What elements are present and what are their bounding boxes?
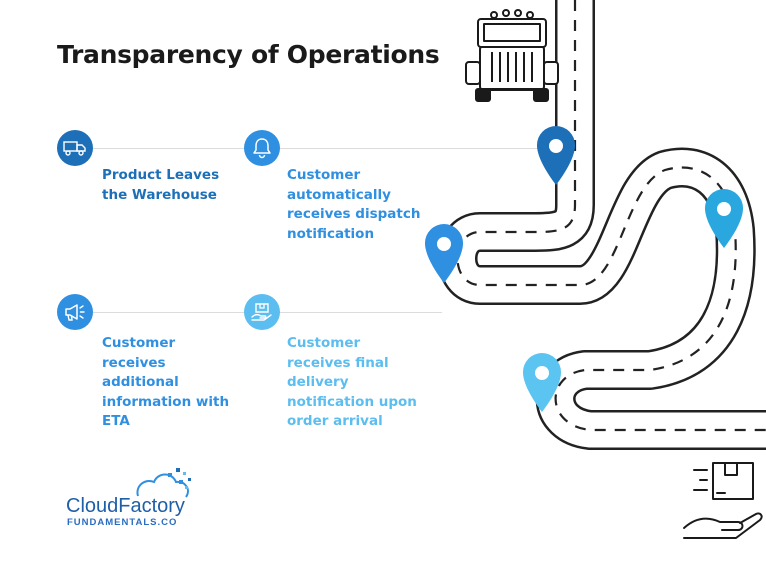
map-pin-2 (425, 224, 463, 283)
step-2-circle (244, 130, 280, 166)
package-icon (251, 303, 272, 321)
bell-icon (253, 138, 271, 159)
map-pin-4 (523, 353, 561, 412)
step-3-label: Customer receives additional information… (102, 335, 230, 429)
step-1-label: Product Leaves the Warehouse (102, 167, 220, 203)
step-2-label: Customer automatically receives dispatch… (287, 167, 421, 242)
logo-subtitle: FUNDAMENTALS.CO (67, 517, 178, 528)
hand-box-icon (683, 462, 763, 539)
megaphone-icon (65, 304, 85, 321)
truck-icon (63, 141, 86, 156)
map-pin-1 (537, 126, 575, 185)
truck-front-illustration (465, 9, 559, 102)
page-title: Transparency of Operations (57, 40, 440, 69)
step-4-label: Customer receives final delivery notific… (287, 335, 417, 429)
top-row-connector (92, 148, 552, 149)
step-4-circle (244, 294, 280, 330)
cloudfactory-cloud-icon (136, 468, 191, 498)
step-3-circle (57, 294, 93, 330)
map-pin-3 (705, 189, 743, 248)
logo-name: CloudFactory (66, 495, 185, 517)
step-1-circle (57, 130, 93, 166)
